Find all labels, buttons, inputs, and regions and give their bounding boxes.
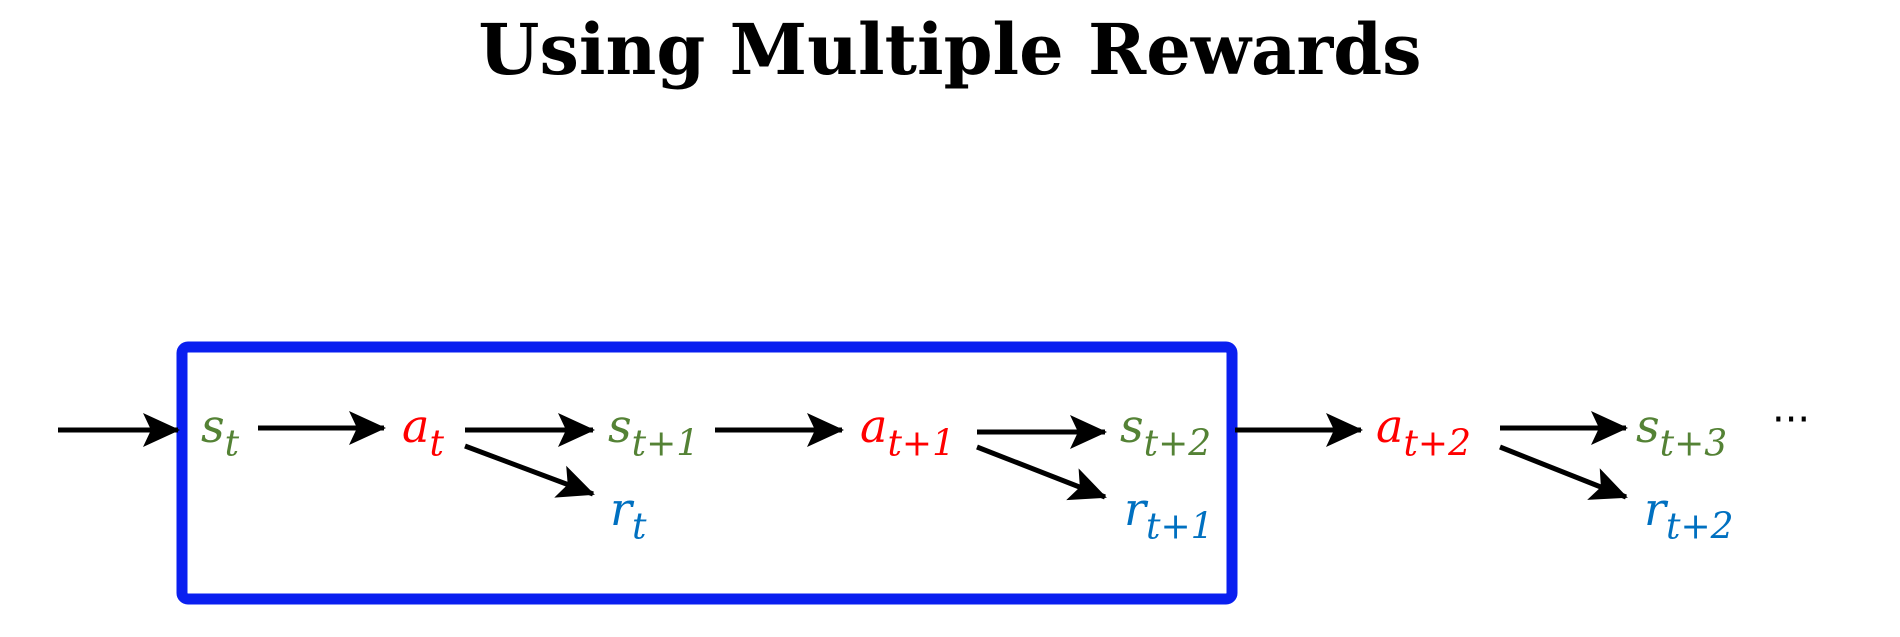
state-s-t1-sub: t+1 (631, 423, 700, 465)
arrow-a-t-to-r-t (464, 443, 595, 498)
action-a-t2-base: a (1376, 399, 1404, 453)
state-s-t2: st+2 (1120, 403, 1211, 462)
reward-r-t-sub: t (632, 506, 647, 548)
reward-r-t2-sub: t+2 (1666, 506, 1734, 548)
arrow-a-t1-to-r-t1 (976, 444, 1107, 501)
reward-r-t1: rt+1 (1124, 486, 1214, 545)
reward-r-t1-base: r (1124, 482, 1146, 536)
state-s-t: st (201, 403, 239, 462)
state-s-t1-base: s (608, 399, 632, 453)
reward-r-t2: rt+2 (1644, 486, 1734, 545)
state-s-t3-base: s (1636, 399, 1660, 453)
arrow-a-t2-to-r-t2 (1499, 444, 1628, 500)
window-box (176, 341, 1238, 605)
state-s-t-base: s (201, 399, 225, 453)
state-s-t1: st+1 (608, 403, 699, 462)
action-a-t-sub: t (429, 423, 444, 465)
reward-r-t2-base: r (1644, 482, 1666, 536)
action-a-t: at (402, 403, 444, 462)
reward-r-t: rt (610, 486, 646, 545)
action-a-t1: at+1 (860, 403, 955, 462)
continuation-ellipsis: ··· (1772, 397, 1811, 443)
action-a-t2-sub: t+2 (1403, 423, 1471, 465)
action-a-t1-base: a (860, 399, 888, 453)
state-s-t3-sub: t+3 (1659, 423, 1728, 465)
reward-r-t-base: r (610, 482, 632, 536)
action-a-t2: at+2 (1376, 403, 1471, 462)
state-s-t-sub: t (224, 423, 240, 465)
action-a-t-base: a (402, 399, 430, 453)
state-s-t2-base: s (1120, 399, 1144, 453)
state-s-t3: st+3 (1636, 403, 1727, 462)
action-a-t1-sub: t+1 (887, 423, 955, 465)
reward-r-t1-sub: t+1 (1146, 506, 1214, 548)
state-s-t2-sub: t+2 (1143, 423, 1212, 465)
page-title: Using Multiple Rewards (478, 8, 1422, 91)
